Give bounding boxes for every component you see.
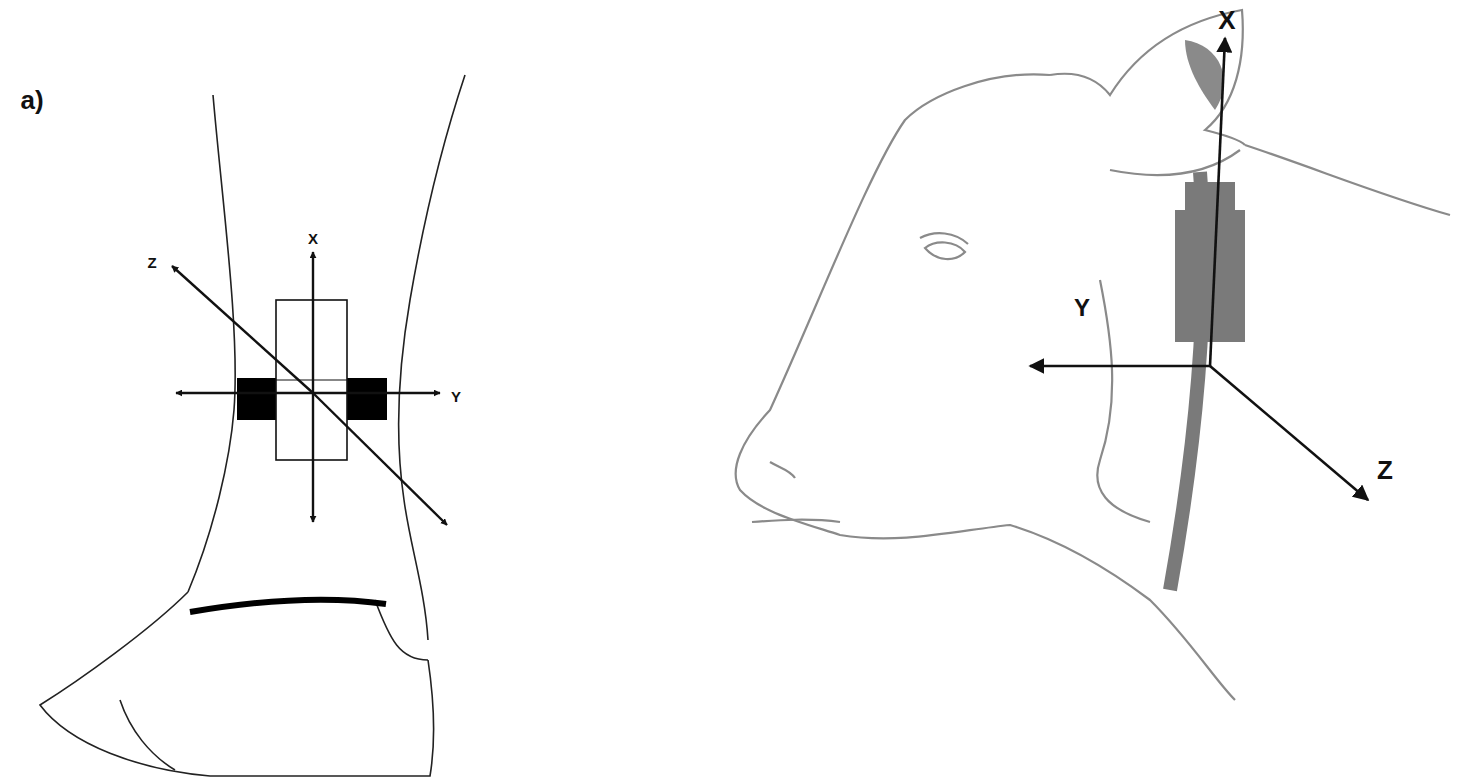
axis-label: X [308, 231, 318, 246]
axis-label: X [1218, 7, 1235, 33]
axis-label: Y [1074, 296, 1090, 320]
axis-label: Y [451, 389, 461, 404]
leg-drawing [40, 75, 465, 776]
axis-label: Z [147, 255, 156, 270]
inner-ear [1185, 40, 1224, 110]
panel-letter: a) [20, 87, 43, 113]
axis-label: Z [1377, 457, 1393, 483]
collar-sensor [1175, 182, 1245, 342]
leg-axes [172, 252, 447, 525]
cow-head-drawing [736, 10, 1450, 700]
head-axes [1030, 38, 1368, 500]
